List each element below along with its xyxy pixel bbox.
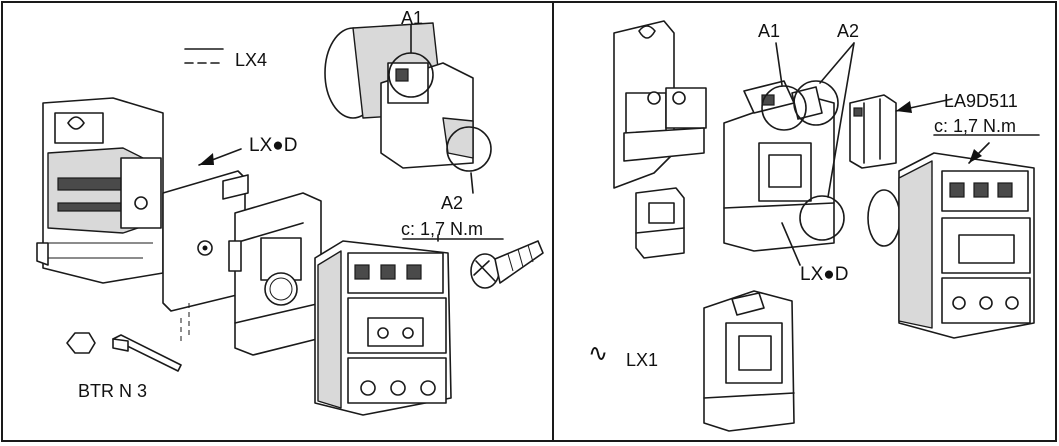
- lx1-coil: [703, 290, 795, 432]
- mounting-bracket: [613, 20, 707, 189]
- lx-d-label-right: LX●D: [800, 264, 849, 285]
- right-exploded-diagram: [613, 20, 1040, 432]
- screw: [470, 240, 544, 289]
- torque-label-right: c: 1,7 N.m: [934, 116, 1017, 136]
- la9d511-label: LA9D511: [944, 91, 1018, 111]
- lx1-symbol: ∿: [588, 339, 609, 367]
- callout-a2: [446, 126, 492, 172]
- adapter-plate: [162, 170, 249, 343]
- torque-label: c: 1,7 N.m: [401, 219, 484, 239]
- front-plate: [228, 192, 322, 356]
- callout-a2-right: [793, 80, 839, 126]
- a1-label-right: A1: [758, 21, 781, 41]
- coil-frame: [723, 80, 835, 252]
- left-panel: LX4 LX●D A1 A2 c: 1,7 N.m BTR N 3: [1, 1, 554, 442]
- a1-label: A1: [401, 8, 424, 28]
- lx1-label: LX1: [626, 350, 659, 370]
- coil-assembly: [324, 22, 474, 169]
- right-panel: A1 A2 LA9D511 c: 1,7 N.m LX●D ∿ LX1: [552, 1, 1057, 442]
- hex-key-icon: [66, 332, 182, 372]
- legend-lines: [184, 48, 224, 64]
- contactor-body: [314, 234, 452, 416]
- a2-label: A2: [441, 193, 464, 213]
- callout-a1-right: [761, 85, 807, 131]
- la9d511-accessory: [849, 94, 897, 169]
- btr-label: BTR N 3: [78, 381, 148, 401]
- left-exploded-diagram: [36, 22, 544, 416]
- small-bracket: [635, 187, 685, 259]
- a2-label-right: A2: [837, 21, 860, 41]
- dc-coil-chassis: [36, 97, 164, 284]
- lx-d-label: LX●D: [249, 135, 298, 156]
- legend-lx4-label: LX4: [235, 50, 268, 70]
- right-contactor: [867, 152, 1035, 339]
- callout-a2b-right: [799, 195, 845, 241]
